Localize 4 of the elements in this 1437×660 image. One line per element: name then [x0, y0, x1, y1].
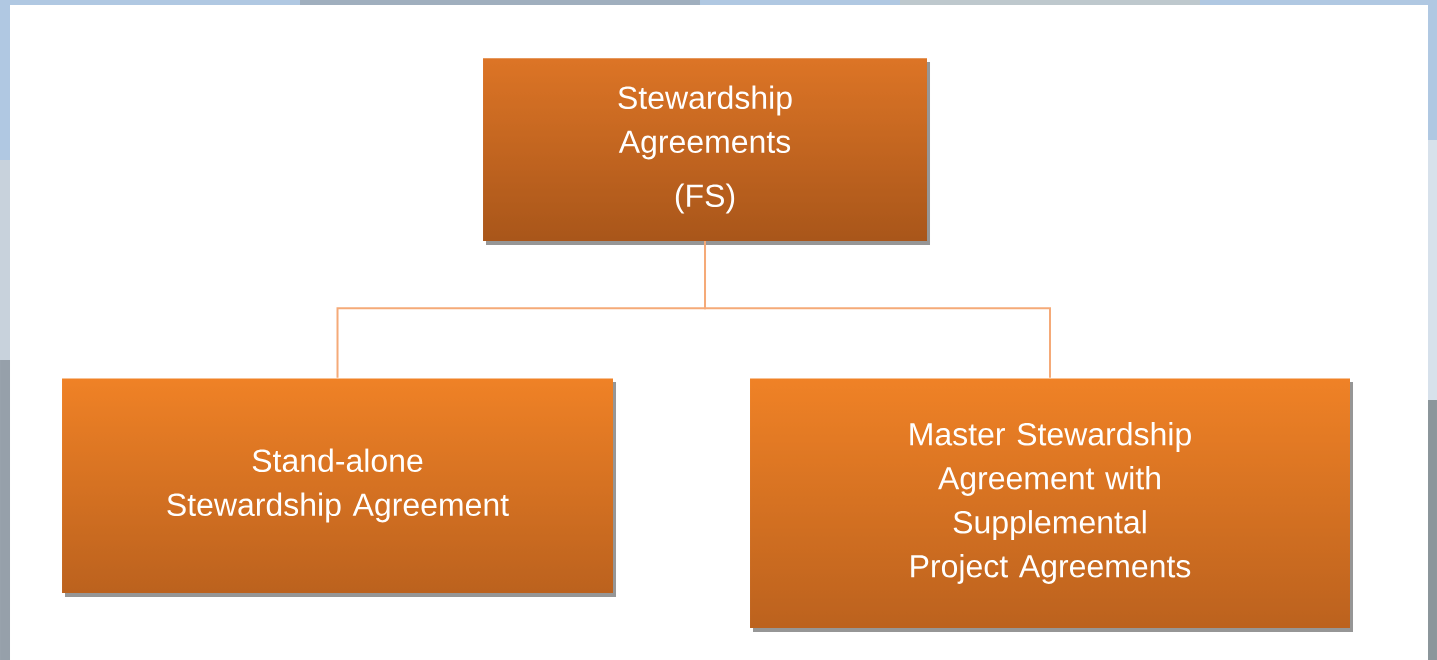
process-box: Master Stewardship Agreement with Supplemental Project Agreements — [750, 378, 1353, 632]
process-box: Stewardship Agreements (FS) — [483, 58, 930, 245]
process-box: Stand-alone Stewardship Agreement — [62, 378, 616, 597]
connector-line — [704, 240, 1051, 379]
